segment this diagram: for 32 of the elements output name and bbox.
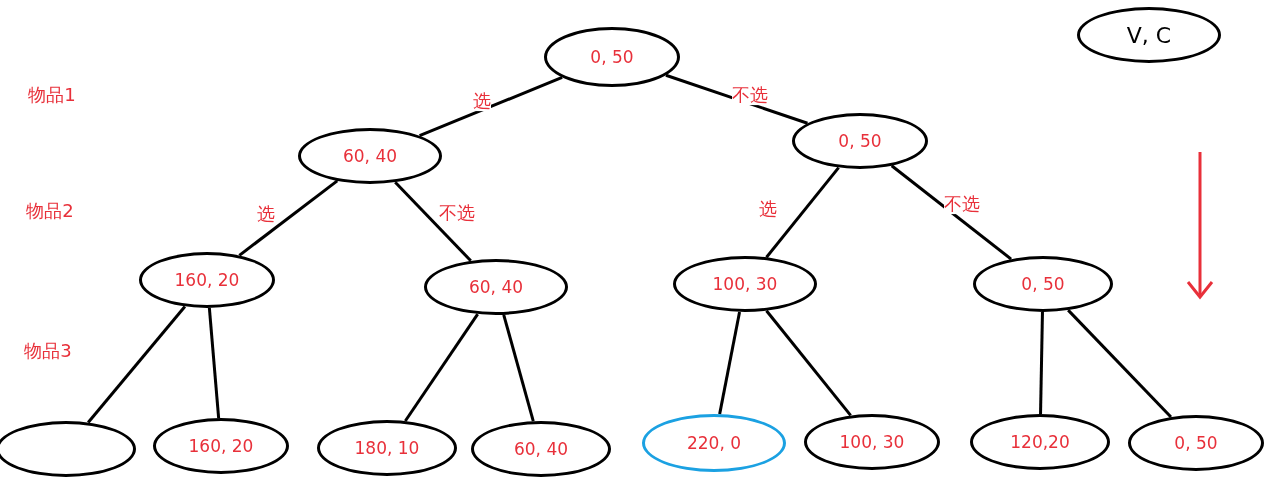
node-value: 0, 50 [838, 131, 882, 151]
tree-edge [1039, 311, 1044, 415]
level-label: 物品1 [28, 85, 76, 105]
node-value: 60, 40 [468, 277, 524, 297]
edge-label: 选 [759, 199, 777, 219]
node-value: 0, 50 [1021, 274, 1065, 294]
tree-edge [207, 307, 221, 419]
tree-edge [502, 314, 535, 422]
node-value: 160, 20 [174, 270, 240, 290]
node-value: 120,20 [1010, 432, 1070, 452]
node-value: 60, 40 [513, 439, 569, 459]
tree-edge [665, 73, 808, 125]
node-value: 0, 50 [590, 47, 634, 67]
level-label: 物品3 [24, 341, 72, 361]
empty-ellipse-node [0, 421, 136, 477]
tree-edge [404, 313, 479, 422]
tree-edge [718, 311, 742, 415]
edge-label: 选 [473, 91, 491, 111]
node-value: 100, 30 [839, 432, 905, 452]
node-value: 180, 10 [354, 438, 420, 458]
edge-label: 不选 [944, 194, 980, 214]
edge-label: 选 [257, 204, 275, 224]
node-value: V, C [1126, 22, 1172, 48]
node-value: 0, 50 [1174, 433, 1218, 453]
node-value: 220, 0 [686, 433, 742, 453]
edge-label: 不选 [732, 85, 768, 105]
node-value: 60, 40 [342, 146, 398, 166]
tree-edge [419, 76, 563, 138]
level-label: 物品2 [26, 201, 74, 221]
node-value: 160, 20 [188, 436, 254, 456]
node-value: 100, 30 [712, 274, 778, 294]
edge-label: 不选 [439, 203, 475, 223]
